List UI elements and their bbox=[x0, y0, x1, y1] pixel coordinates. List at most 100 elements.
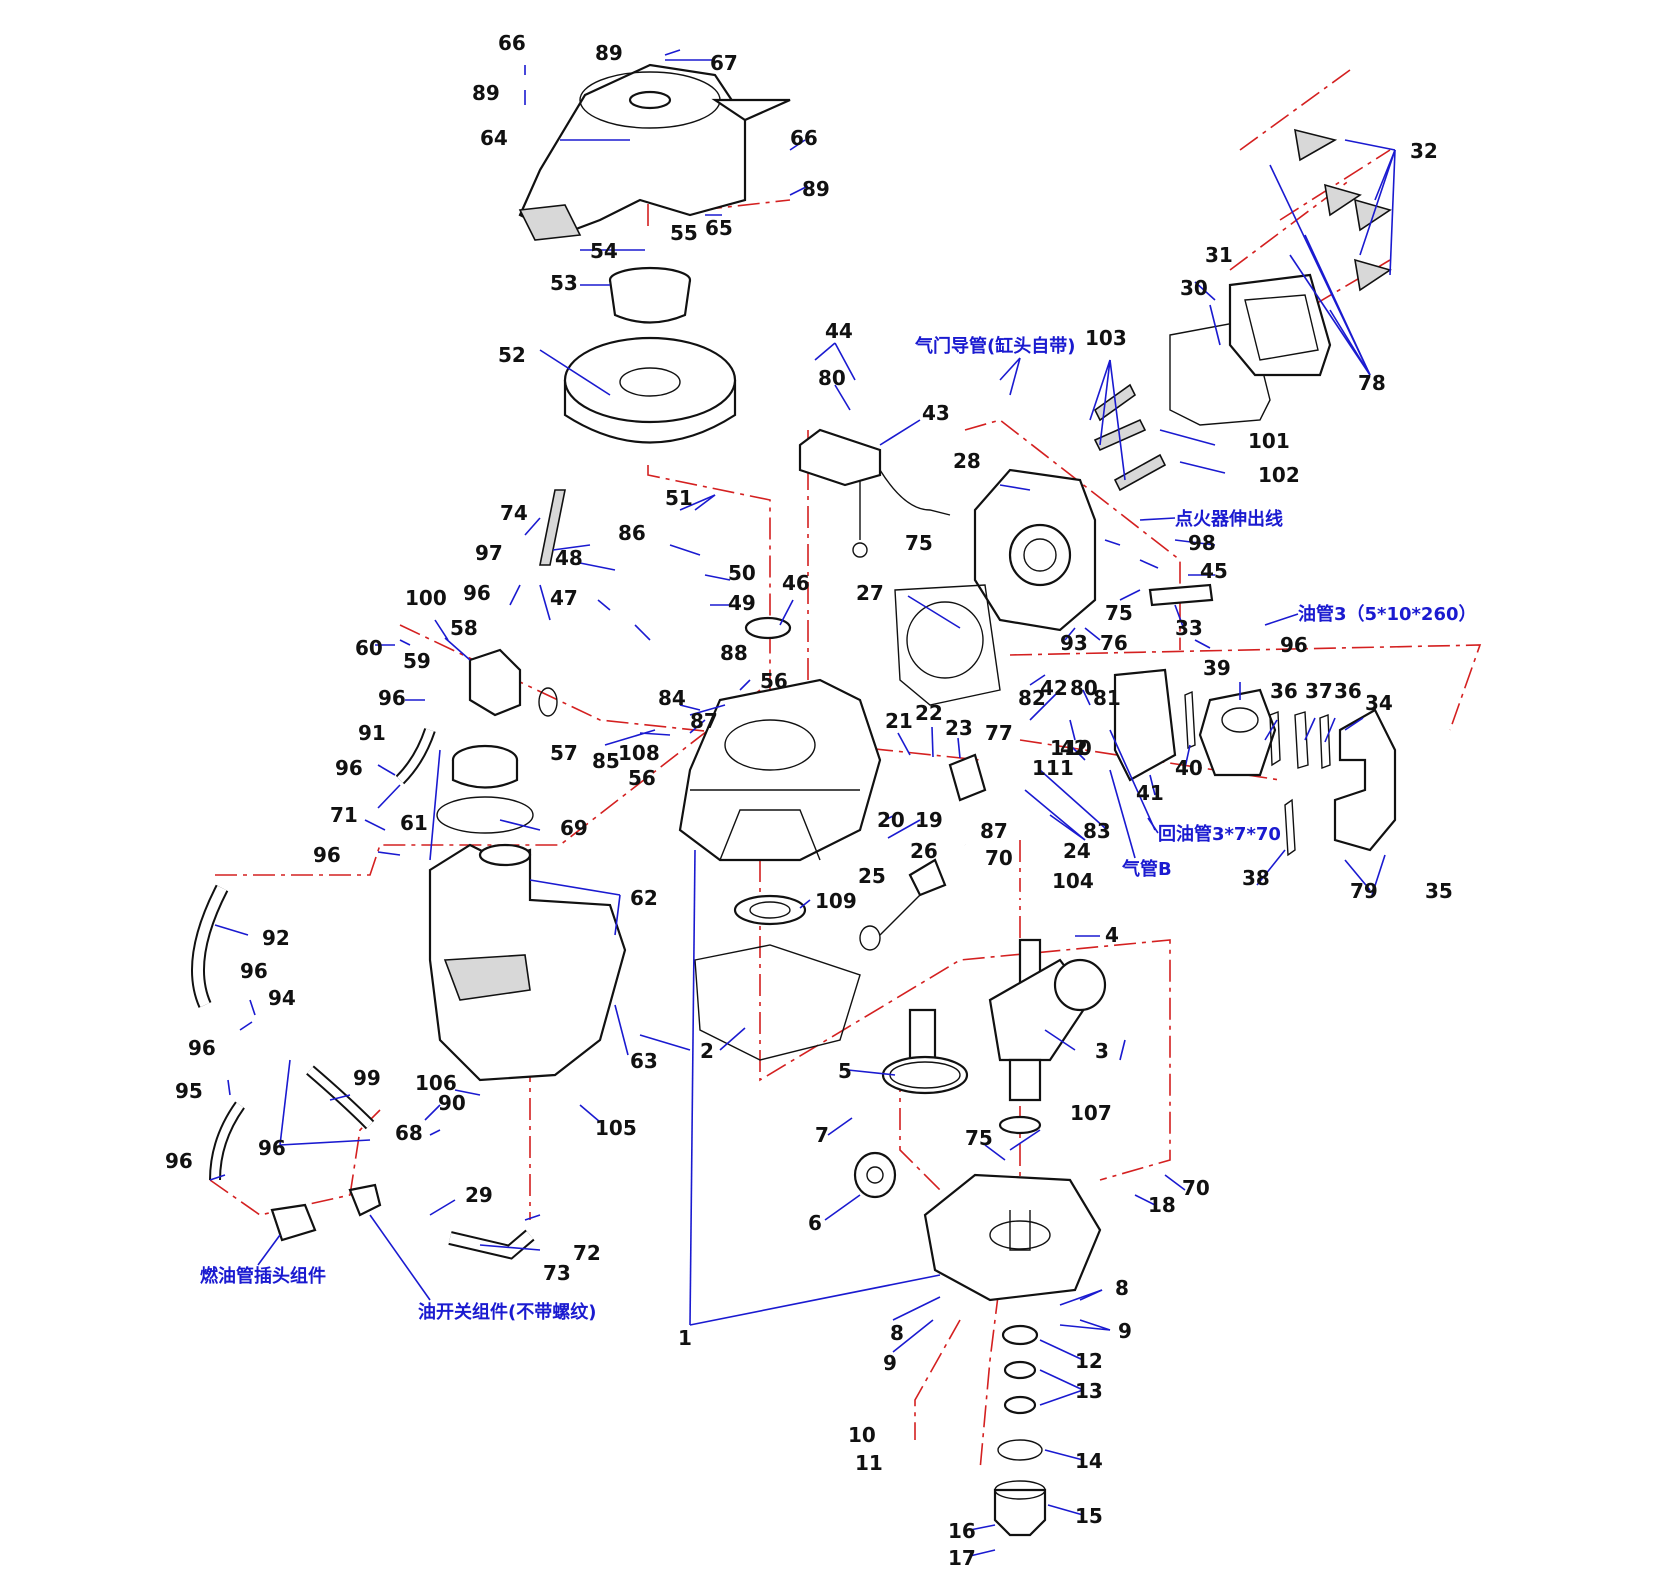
head-cover bbox=[1228, 273, 1332, 377]
label-53: 53 bbox=[550, 271, 578, 295]
label-65: 65 bbox=[705, 216, 733, 240]
label-69: 69 bbox=[560, 816, 588, 840]
label-48: 48 bbox=[555, 546, 583, 570]
bolt-set-32 bbox=[1294, 128, 1392, 292]
label-9a: 9 bbox=[883, 1351, 897, 1375]
label-19: 19 bbox=[915, 808, 943, 832]
label-52: 52 bbox=[498, 343, 526, 367]
label-47: 47 bbox=[550, 586, 578, 610]
label-20: 20 bbox=[877, 808, 905, 832]
label-89c: 89 bbox=[802, 177, 830, 201]
label-49: 49 bbox=[728, 591, 756, 615]
camshaft bbox=[881, 1008, 969, 1095]
label-50: 50 bbox=[728, 561, 756, 585]
label-28: 28 bbox=[953, 449, 981, 473]
bearing-13b bbox=[1003, 1395, 1037, 1415]
crankcase-gasket bbox=[694, 944, 861, 1061]
annotation-fuel-valve: 油开关组件(不带螺纹) bbox=[418, 1301, 596, 1323]
label-75b: 75 bbox=[1105, 601, 1133, 625]
label-75a: 75 bbox=[905, 531, 933, 555]
label-71: 71 bbox=[330, 803, 358, 827]
label-96i: 96 bbox=[1280, 633, 1308, 657]
label-88: 88 bbox=[720, 641, 748, 665]
bearing-13a bbox=[1003, 1360, 1037, 1380]
label-9b: 9 bbox=[1118, 1319, 1132, 1343]
label-96h: 96 bbox=[165, 1149, 193, 1173]
hose-99 bbox=[306, 1065, 375, 1130]
gasket-36a bbox=[1269, 711, 1281, 767]
label-94: 94 bbox=[268, 986, 296, 1010]
label-109: 109 bbox=[815, 889, 857, 913]
label-73: 73 bbox=[543, 1261, 571, 1285]
cylinder-head bbox=[973, 468, 1097, 632]
label-16: 16 bbox=[948, 1519, 976, 1543]
o-ring-25 bbox=[859, 925, 881, 951]
label-68: 68 bbox=[395, 1121, 423, 1145]
label-29: 29 bbox=[465, 1183, 493, 1207]
label-96a: 96 bbox=[463, 581, 491, 605]
label-22: 22 bbox=[915, 701, 943, 725]
cylinder-gasket bbox=[894, 584, 1001, 706]
label-82: 82 bbox=[1018, 686, 1046, 710]
label-90: 90 bbox=[438, 1091, 466, 1115]
seal-ring-107 bbox=[998, 1115, 1042, 1135]
ignition-coil bbox=[798, 428, 951, 558]
label-42a: 42 bbox=[1040, 676, 1068, 700]
label-39: 39 bbox=[1203, 656, 1231, 680]
label-8b: 8 bbox=[1115, 1276, 1129, 1300]
label-85: 85 bbox=[592, 749, 620, 773]
label-110: 110 bbox=[1050, 736, 1092, 760]
label-7: 7 bbox=[815, 1123, 829, 1147]
o-ring-57 bbox=[538, 687, 558, 717]
label-96c: 96 bbox=[335, 756, 363, 780]
label-80a: 80 bbox=[818, 366, 846, 390]
label-106: 106 bbox=[415, 1071, 457, 1095]
label-79: 79 bbox=[1350, 879, 1378, 903]
fuel-cap bbox=[451, 744, 519, 789]
carburetor bbox=[1198, 688, 1277, 777]
label-12: 12 bbox=[1075, 1349, 1103, 1373]
label-66b: 66 bbox=[790, 126, 818, 150]
label-72: 72 bbox=[573, 1241, 601, 1265]
label-13: 13 bbox=[1075, 1379, 1103, 1403]
fuel-pump bbox=[468, 648, 522, 717]
label-37: 37 bbox=[1305, 679, 1333, 703]
label-67: 67 bbox=[710, 51, 738, 75]
hose-104 bbox=[962, 844, 1040, 898]
label-61: 61 bbox=[400, 811, 428, 835]
label-70a: 70 bbox=[985, 846, 1013, 870]
label-78: 78 bbox=[1358, 371, 1386, 395]
gasket-40 bbox=[1184, 690, 1196, 750]
spark-plug bbox=[1148, 583, 1214, 607]
annotations: 气门导管(缸头自带) 点火器伸出线 油管3（5*10*260） 回油管3*7*7… bbox=[200, 335, 1477, 1323]
label-91: 91 bbox=[358, 721, 386, 745]
label-55: 55 bbox=[670, 221, 698, 245]
label-87a: 87 bbox=[690, 709, 718, 733]
label-66a: 66 bbox=[498, 31, 526, 55]
label-45: 45 bbox=[1200, 559, 1228, 583]
label-36b: 36 bbox=[1334, 679, 1362, 703]
label-76: 76 bbox=[1100, 631, 1128, 655]
label-36a: 36 bbox=[1270, 679, 1298, 703]
label-27: 27 bbox=[856, 581, 884, 605]
label-83: 83 bbox=[1083, 819, 1111, 843]
label-111: 111 bbox=[1032, 756, 1074, 780]
label-33: 33 bbox=[1175, 616, 1203, 640]
governor-gear bbox=[853, 1151, 897, 1199]
label-42b: 42 bbox=[1060, 736, 1088, 760]
label-89b: 89 bbox=[472, 81, 500, 105]
label-102: 102 bbox=[1258, 463, 1300, 487]
label-2: 2 bbox=[700, 1039, 714, 1063]
label-10: 10 bbox=[848, 1423, 876, 1447]
annotation-valve-guide: 气门导管(缸头自带) bbox=[914, 335, 1075, 357]
label-14: 14 bbox=[1075, 1449, 1103, 1473]
hose-73 bbox=[448, 1229, 535, 1260]
flywheel bbox=[563, 336, 737, 444]
label-75c: 75 bbox=[965, 1126, 993, 1150]
label-92: 92 bbox=[262, 926, 290, 950]
label-64: 64 bbox=[480, 126, 508, 150]
label-3: 3 bbox=[1095, 1039, 1109, 1063]
label-23: 23 bbox=[945, 716, 973, 740]
label-59: 59 bbox=[403, 649, 431, 673]
